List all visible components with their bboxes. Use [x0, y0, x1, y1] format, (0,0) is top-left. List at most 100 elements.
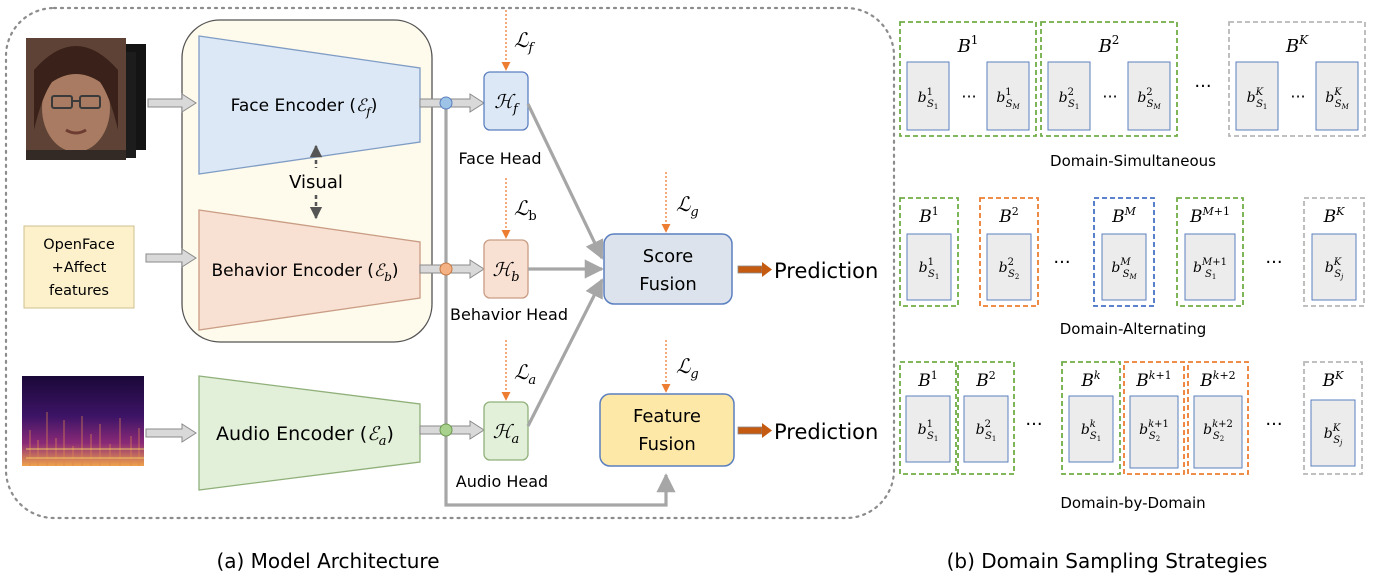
openface-line-3: features: [49, 283, 109, 299]
face-feature-tap: [439, 96, 453, 110]
loss-arrows: [501, 10, 671, 401]
batch-label: B1: [918, 205, 939, 227]
behavior-feature-tap: [439, 262, 453, 276]
batch-box: [899, 197, 959, 307]
visual-label: Visual: [289, 172, 343, 193]
face-head: [483, 71, 529, 131]
batch-label: B2: [1098, 33, 1120, 57]
batch-label: B1: [917, 369, 938, 391]
sample-box: [1310, 399, 1356, 467]
loss-face: ℒf: [514, 28, 535, 56]
ellipsis: ···: [1102, 87, 1117, 106]
loss-feature-fusion: ℒg: [676, 354, 699, 382]
sample-box: [1047, 61, 1091, 131]
batch-box: [1303, 361, 1363, 475]
strategy-title: Domain-by-Domain: [1060, 494, 1205, 512]
audio-spectrogram: [22, 376, 144, 466]
ellipsis: ···: [1025, 414, 1042, 435]
face-encoder-label: Face Encoder (ℰf): [231, 96, 378, 119]
behavior-encoder-label: Behavior Encoder (ℰb): [211, 261, 398, 284]
score-fusion-line-1: Score: [643, 246, 693, 267]
input-arrows: [145, 93, 197, 443]
architecture-region: [4, 6, 896, 520]
batch-label: Bk+2: [1199, 369, 1235, 391]
feature-routing-lines: [444, 103, 676, 507]
ellipsis: ···: [1265, 414, 1282, 435]
batch-box: [899, 361, 957, 475]
batch-box: [1123, 361, 1185, 475]
score-fusion-line-2: Fusion: [639, 274, 697, 295]
ellipsis: ···: [1053, 252, 1070, 273]
batch-label: Bk: [1080, 369, 1101, 391]
ellipsis: ···: [1194, 76, 1211, 97]
sample-box: [1127, 61, 1171, 131]
batch-box: [1093, 197, 1155, 307]
caption-domain-sampling: (b) Domain Sampling Strategies: [947, 549, 1268, 573]
sample-box: [1235, 61, 1279, 131]
strategy-title: Domain-Alternating: [1060, 320, 1207, 338]
strategy-title: Domain-Simultaneous: [1050, 152, 1216, 170]
batch-label: BK: [1323, 205, 1346, 227]
sample-box: [906, 233, 952, 301]
loss-behavior: ℒb: [514, 196, 537, 224]
behavior-head-label: Behavior Head: [450, 305, 568, 324]
batch-label: BK: [1322, 369, 1345, 391]
face-head-symbol: ℋf: [494, 91, 520, 117]
batch-label: BM: [1111, 205, 1137, 227]
sample-box: [1101, 233, 1147, 301]
openface-features-box: OpenFace +Affect features: [23, 225, 135, 309]
behavior-encoder: [198, 209, 421, 331]
feature-fusion-line-1: Feature: [633, 406, 701, 427]
sample-box: [1315, 61, 1359, 131]
openface-line-2: +Affect: [52, 260, 107, 276]
batch-label: B2: [998, 205, 1019, 227]
feature-fusion-line-2: Fusion: [638, 434, 696, 455]
loss-audio: ℒa: [514, 360, 536, 388]
audio-encoder: [198, 375, 421, 491]
batch-label: BK: [1285, 33, 1309, 57]
head-to-fusion-lines: [526, 103, 604, 427]
prediction-arrows: [737, 262, 772, 438]
sample-box: [1193, 395, 1243, 469]
ellipsis: ···: [961, 87, 976, 106]
prediction-top: Prediction: [774, 259, 878, 283]
sample-box: [905, 395, 951, 463]
sample-box: [1068, 395, 1114, 463]
audio-encoder-label: Audio Encoder (ℰa): [216, 423, 394, 449]
batch-label: B1: [957, 33, 979, 57]
prediction-bottom: Prediction: [774, 420, 878, 444]
batch-label: Bk+1: [1135, 369, 1171, 391]
score-fusion-box: [603, 233, 733, 305]
loss-score-fusion: ℒg: [676, 192, 699, 220]
sample-box: [986, 61, 1030, 131]
batch-box: [1061, 361, 1121, 475]
batch-box: [1187, 361, 1249, 475]
feature-fusion-box: [599, 393, 735, 467]
batch-box: [1228, 21, 1366, 137]
caption-model-architecture: (a) Model Architecture: [216, 549, 439, 573]
sample-box: [963, 395, 1009, 463]
batch-box: [957, 361, 1015, 475]
batch-box: [979, 197, 1039, 307]
openface-line-1: OpenFace: [43, 237, 115, 253]
audio-head-label: Audio Head: [456, 472, 548, 491]
ellipsis: ···: [1290, 87, 1305, 106]
sample-box: [1129, 395, 1179, 469]
audio-feature-tap: [439, 423, 453, 437]
face-encoder: [198, 35, 421, 175]
face-video-frames: [26, 38, 146, 160]
sample-box: [1184, 233, 1236, 301]
audio-head: [483, 401, 529, 461]
batch-box: [1040, 21, 1178, 137]
batch-label: B2: [975, 369, 996, 391]
batch-box: [1303, 197, 1365, 307]
batch-label: BM+1: [1189, 205, 1230, 227]
ellipsis: ···: [1265, 252, 1282, 273]
sample-box: [906, 61, 950, 131]
sample-box: [986, 233, 1032, 301]
